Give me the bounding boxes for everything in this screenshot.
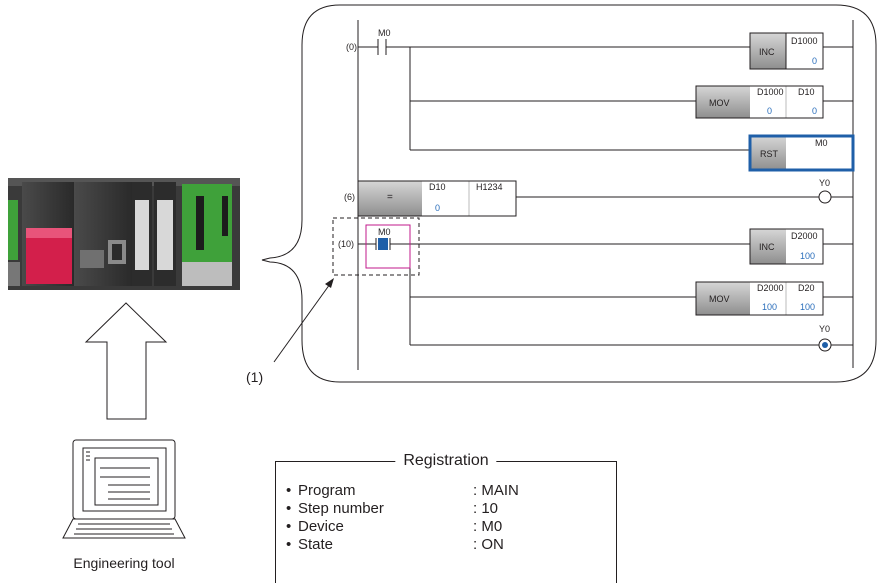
rung10-step: (10)	[338, 239, 354, 249]
compare-op: =	[387, 192, 393, 203]
compare-s1: D10	[429, 182, 446, 192]
mov2-dst: D20	[798, 283, 815, 293]
mov2-dst-value: 100	[800, 302, 815, 312]
plc-unit	[8, 178, 240, 290]
mov-d2000-d20-instruction	[695, 281, 824, 316]
mov1-dst: D10	[798, 87, 815, 97]
inc-d1000-instruction	[749, 32, 824, 70]
mov1-op: MOV	[709, 98, 730, 108]
inc1-value: 0	[812, 56, 817, 66]
marker-arrowhead	[325, 278, 334, 288]
compare-s2: H1234	[476, 182, 503, 192]
bullet: •	[286, 518, 292, 535]
registration-value: : 10	[473, 500, 499, 517]
upload-up-arrow	[84, 302, 168, 420]
inc1-op: INC	[759, 47, 775, 57]
y0-coil-on	[822, 342, 828, 348]
mov2-op: MOV	[709, 294, 730, 304]
inc2-op: INC	[759, 242, 775, 252]
bullet: •	[286, 500, 292, 517]
inc2-value: 100	[800, 251, 815, 261]
mov1-src-value: 0	[767, 106, 772, 116]
rst-op: RST	[760, 149, 779, 159]
registration-value: : MAIN	[473, 482, 519, 499]
step10-highlight	[365, 224, 411, 269]
registration-row-program: • Program : MAIN	[286, 482, 519, 500]
mov2-src-value: 100	[762, 302, 777, 312]
rung6-step: (6)	[344, 192, 355, 202]
registration-label: Program	[298, 482, 356, 499]
registration-value: : ON	[473, 536, 504, 553]
marker-label-1: (1)	[246, 369, 264, 385]
rst-device: M0	[815, 138, 828, 148]
registration-label: Device	[298, 518, 344, 535]
step10-contact-on	[378, 238, 388, 250]
registration-value: : M0	[473, 518, 503, 535]
registration-label: State	[298, 536, 334, 553]
rung0-step: (0)	[346, 42, 357, 52]
rst-m0-instruction	[748, 134, 855, 172]
rung6-coil-label: Y0	[819, 178, 830, 188]
mov1-src: D1000	[757, 87, 784, 97]
laptop-icon	[62, 439, 186, 539]
rung10-contact-label: M0	[378, 227, 391, 237]
rung0-contact-label: M0	[378, 28, 391, 38]
mov-d1000-d10-instruction	[695, 85, 824, 119]
registration-label: Step number	[298, 500, 384, 517]
mov2-src: D2000	[757, 283, 784, 293]
registration-title: Registration	[395, 451, 497, 471]
compare-s1-value: 0	[435, 203, 440, 213]
compare-instruction	[357, 180, 517, 217]
registration-box: Registration • Program : MAIN • Step number…	[275, 451, 617, 583]
coil2-label: Y0	[819, 324, 830, 334]
marker-arrow	[273, 283, 331, 363]
break-point-dashed-box	[332, 217, 420, 276]
inc2-device: D2000	[791, 231, 818, 241]
registration-row-state: • State : ON	[286, 536, 504, 554]
registration-row-step-number: • Step number : 10	[286, 500, 498, 518]
inc-d2000-instruction	[749, 228, 824, 265]
mov1-dst-value: 0	[812, 106, 817, 116]
bullet: •	[286, 536, 292, 553]
registration-row-device: • Device : M0	[286, 518, 502, 536]
engineering-tool-label: Engineering tool	[73, 555, 175, 571]
bullet: •	[286, 482, 292, 499]
ladder-program	[357, 20, 854, 370]
inc1-device: D1000	[791, 36, 818, 46]
